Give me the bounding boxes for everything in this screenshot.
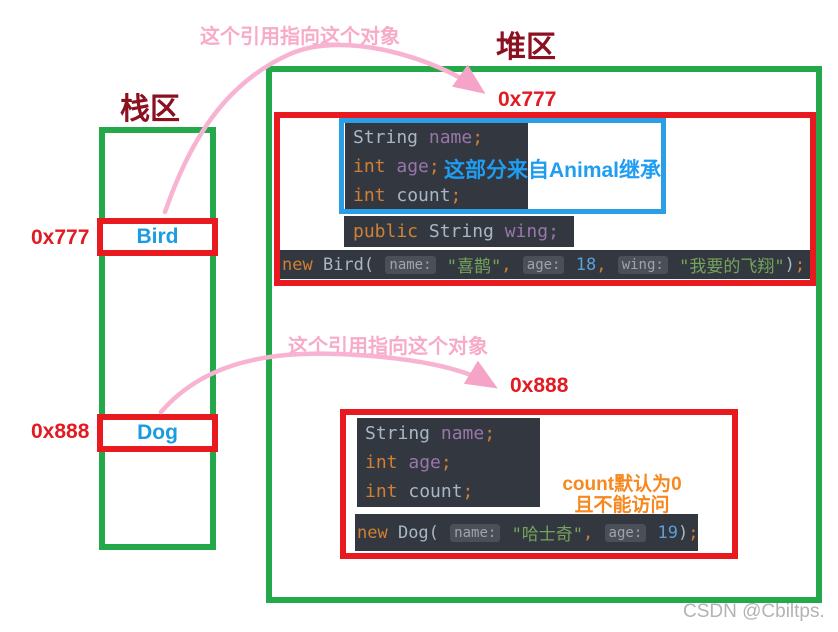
stack-bird-cell: Bird — [97, 218, 218, 256]
stack-dog-cell: Dog — [97, 414, 218, 452]
inherit-annotation: 这部分来自Animal继承 — [444, 159, 662, 182]
count-note-line1: count默认为0 — [562, 474, 682, 495]
stack-region-box — [99, 127, 216, 550]
code-line-wing: public String wing; — [353, 221, 559, 242]
code-line-age: int age; — [365, 452, 452, 473]
code-line-count: int count; — [365, 481, 474, 502]
count-default-annotation: count默认为0 且不能访问 — [552, 474, 692, 516]
reference-annotation-bird: 这个引用指向这个对象 — [200, 26, 400, 48]
stack-dog-address: 0x888 — [31, 420, 90, 443]
stack-bird-address: 0x777 — [31, 226, 90, 249]
code-line-name: String name; — [365, 423, 496, 444]
heap-region-title: 堆区 — [496, 31, 556, 64]
dog-constructor-code: new Dog( name: "哈士奇", age: 19); — [355, 514, 698, 551]
dog-fields-code: String name; int age; int count; — [357, 418, 540, 507]
heap-dog-address: 0x888 — [510, 374, 569, 397]
dog-reference-label: Dog — [137, 421, 178, 444]
dog-object-box — [340, 409, 738, 559]
heap-region-box — [266, 66, 822, 603]
csdn-watermark: CSDN @Cbiltps. — [683, 601, 825, 622]
stack-region-title: 栈区 — [120, 93, 180, 126]
bird-reference-label: Bird — [136, 225, 179, 248]
bird-constructor-code: new Bird( name: "喜鹊", age: 18, wing: "我要… — [280, 250, 810, 279]
heap-bird-address: 0x777 — [498, 88, 557, 111]
count-note-line2: 且不能访问 — [574, 495, 670, 516]
bird-wing-code: public String wing; — [344, 216, 574, 247]
